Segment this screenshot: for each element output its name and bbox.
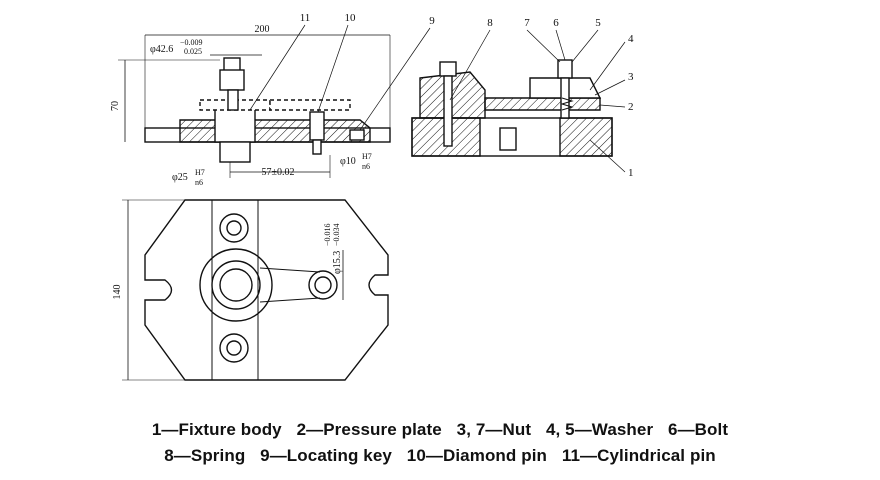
dim-pin-fit-den: n6 [195, 178, 203, 187]
part-label-2: 2 [628, 101, 634, 113]
part-label-6: 6 [553, 17, 559, 29]
front-section-view [118, 24, 431, 178]
fixture-drawing: 200 φ42.6 −0.009 0.025 70 φ25 H7 n6 57±0… [110, 12, 634, 381]
dim-hole-dia: φ15.3 [332, 251, 343, 274]
dim-width: 140 [112, 285, 123, 300]
part-label-7: 7 [524, 17, 530, 29]
caption-item: 4, 5—Washer [545, 420, 654, 439]
part-label-9: 9 [429, 15, 435, 27]
dim-bore-tol-lower: 0.025 [184, 47, 202, 56]
dim-pin-spacing: 57±0.02 [262, 167, 295, 178]
caption-item: 6—Bolt [668, 420, 729, 439]
dim-diamond-fit-num: H7 [362, 152, 372, 161]
dim-hole-tol-lower: −0.034 [332, 223, 341, 246]
caption-item: 1—Fixture body [151, 420, 282, 439]
dim-height: 70 [110, 101, 121, 111]
part-label-3: 3 [628, 71, 634, 83]
part-label-4: 4 [628, 33, 634, 45]
caption-item: 2—Pressure plate [296, 420, 442, 439]
part-label-10: 10 [345, 12, 357, 24]
dim-bore-dia: φ42.6 [150, 44, 173, 55]
caption-line-2: 8—Spring 9—Locating key 10—Diamond pin 1… [0, 446, 880, 466]
caption-item: 3, 7—Nut [456, 420, 532, 439]
part-label-1: 1 [628, 167, 634, 179]
caption-item: 8—Spring [164, 446, 246, 465]
dim-diamond-dia: φ10 [340, 156, 356, 167]
caption-item: 9—Locating key [260, 446, 392, 465]
caption-item: 11—Cylindrical pin [561, 446, 716, 465]
part-label-11: 11 [300, 12, 311, 24]
dim-pin-dia: φ25 [172, 172, 188, 183]
caption-line-1: 1—Fixture body 2—Pressure plate 3, 7—Nut… [0, 420, 880, 440]
side-section-view [411, 29, 626, 173]
dim-overall-length: 200 [255, 24, 270, 35]
plan-view [122, 199, 389, 381]
dim-diamond-fit-den: n6 [362, 162, 370, 171]
part-label-5: 5 [595, 17, 601, 29]
dim-hole-tol-upper: −0.016 [323, 223, 332, 246]
dim-bore-tol-upper: −0.009 [180, 38, 203, 47]
part-label-8: 8 [487, 17, 493, 29]
caption-item: 10—Diamond pin [406, 446, 548, 465]
dim-pin-fit-num: H7 [195, 168, 205, 177]
